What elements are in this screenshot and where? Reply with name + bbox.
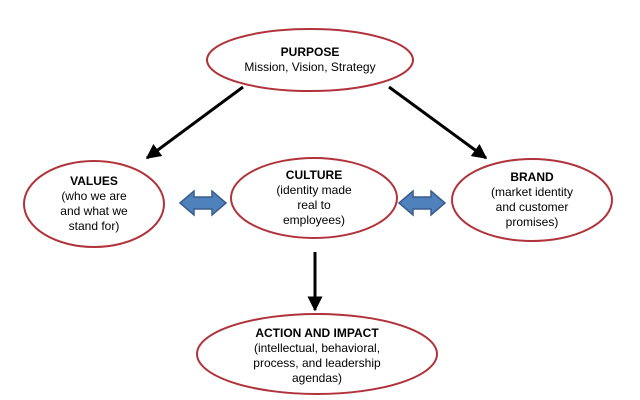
values-line-1: (who we are <box>61 189 127 203</box>
values-title: VALUES <box>70 174 118 188</box>
action-ellipse <box>196 313 438 395</box>
culture-title: CULTURE <box>285 168 343 182</box>
action-line-2: process, and leadership <box>253 356 381 370</box>
culture-node: CULTURE (identity made real to employees… <box>244 160 384 236</box>
purpose-node: PURPOSE Mission, Vision, Strategy <box>210 36 410 84</box>
purpose-to-values-arrow <box>145 85 244 160</box>
brand-node: BRAND (market identity and customer prom… <box>462 162 602 238</box>
brand-line-2: and customer <box>495 200 569 214</box>
action-line-3: agendas) <box>291 371 343 385</box>
brand-line-3: promises) <box>505 215 559 229</box>
brand-title: BRAND <box>510 170 554 184</box>
action-node: ACTION AND IMPACT (intellectual, behavio… <box>217 318 417 394</box>
culture-ellipse <box>230 157 398 239</box>
values-line-2: and what we <box>60 204 128 218</box>
purpose-ellipse <box>206 28 414 92</box>
purpose-title: PURPOSE <box>280 45 340 59</box>
culture-line-3: employees) <box>282 213 346 227</box>
culture-line-1: (identity made <box>276 183 352 197</box>
purpose-line-1: Mission, Vision, Strategy <box>244 60 376 74</box>
action-title: ACTION AND IMPACT <box>255 326 379 340</box>
values-node: VALUES (who we are and what we stand for… <box>34 166 154 242</box>
values-ellipse <box>23 160 165 248</box>
culture-brand-double-arrow <box>397 189 447 217</box>
action-line-1: (intellectual, behavioral, <box>253 341 381 355</box>
values-culture-double-arrow <box>178 189 228 217</box>
purpose-to-brand-arrow <box>388 85 488 160</box>
culture-line-2: real to <box>297 198 331 212</box>
brand-ellipse <box>451 158 613 242</box>
brand-line-1: (market identity <box>490 185 574 199</box>
values-line-3: stand for) <box>68 219 120 233</box>
